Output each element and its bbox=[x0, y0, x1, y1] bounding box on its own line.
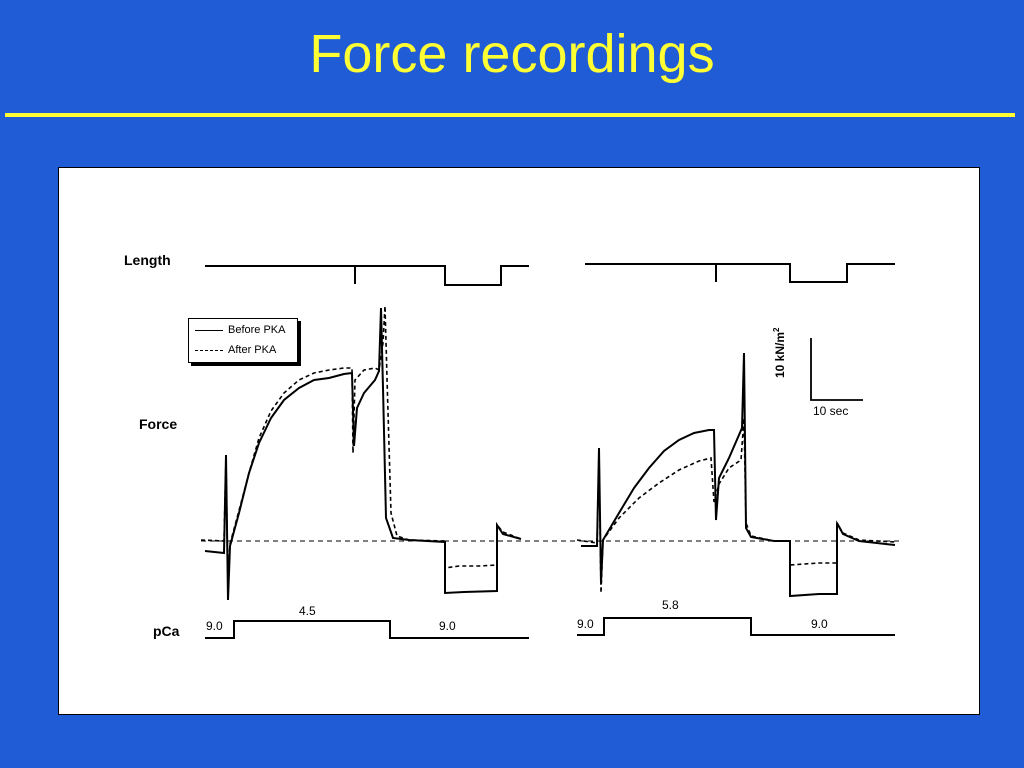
scale-bar-force-label: 10 kN/m2 bbox=[767, 328, 827, 378]
legend-label-before: Before PKA bbox=[228, 324, 286, 336]
force-trace-left-before bbox=[204, 307, 522, 601]
pca-right-start: 9.0 bbox=[577, 617, 594, 631]
force-trace-right-before bbox=[581, 352, 896, 598]
pca-left-start: 9.0 bbox=[206, 619, 223, 633]
pca-right-end: 9.0 bbox=[811, 617, 828, 631]
legend-swatch-solid bbox=[195, 330, 223, 331]
title-underline bbox=[5, 113, 1015, 117]
row-label-pca: pCa bbox=[153, 623, 180, 639]
pca-left-end: 9.0 bbox=[439, 619, 456, 633]
pca-left-active: 4.5 bbox=[299, 604, 316, 618]
scale-bar bbox=[810, 338, 863, 401]
pca-right-active: 5.8 bbox=[662, 598, 679, 612]
pca-trace-right bbox=[577, 617, 895, 636]
scale-bar-time-label: 10 sec bbox=[813, 404, 849, 418]
legend-label-after: After PKA bbox=[228, 344, 277, 356]
row-label-length: Length bbox=[124, 252, 171, 268]
force-traces-svg bbox=[200, 263, 901, 639]
length-trace-left bbox=[205, 265, 529, 286]
scale-bar-force-exp: 2 bbox=[772, 327, 781, 332]
row-label-force: Force bbox=[139, 416, 178, 432]
figure-panel: Length Force pCa Before PKA After PKA 10… bbox=[58, 167, 980, 715]
scale-bar-force-text: 10 kN/m bbox=[773, 331, 787, 378]
slide-title: Force recordings bbox=[309, 24, 715, 84]
length-trace-right bbox=[585, 263, 895, 283]
pca-trace-left bbox=[205, 620, 529, 639]
legend: Before PKA After PKA bbox=[188, 318, 298, 363]
legend-swatch-dashed bbox=[195, 350, 223, 351]
